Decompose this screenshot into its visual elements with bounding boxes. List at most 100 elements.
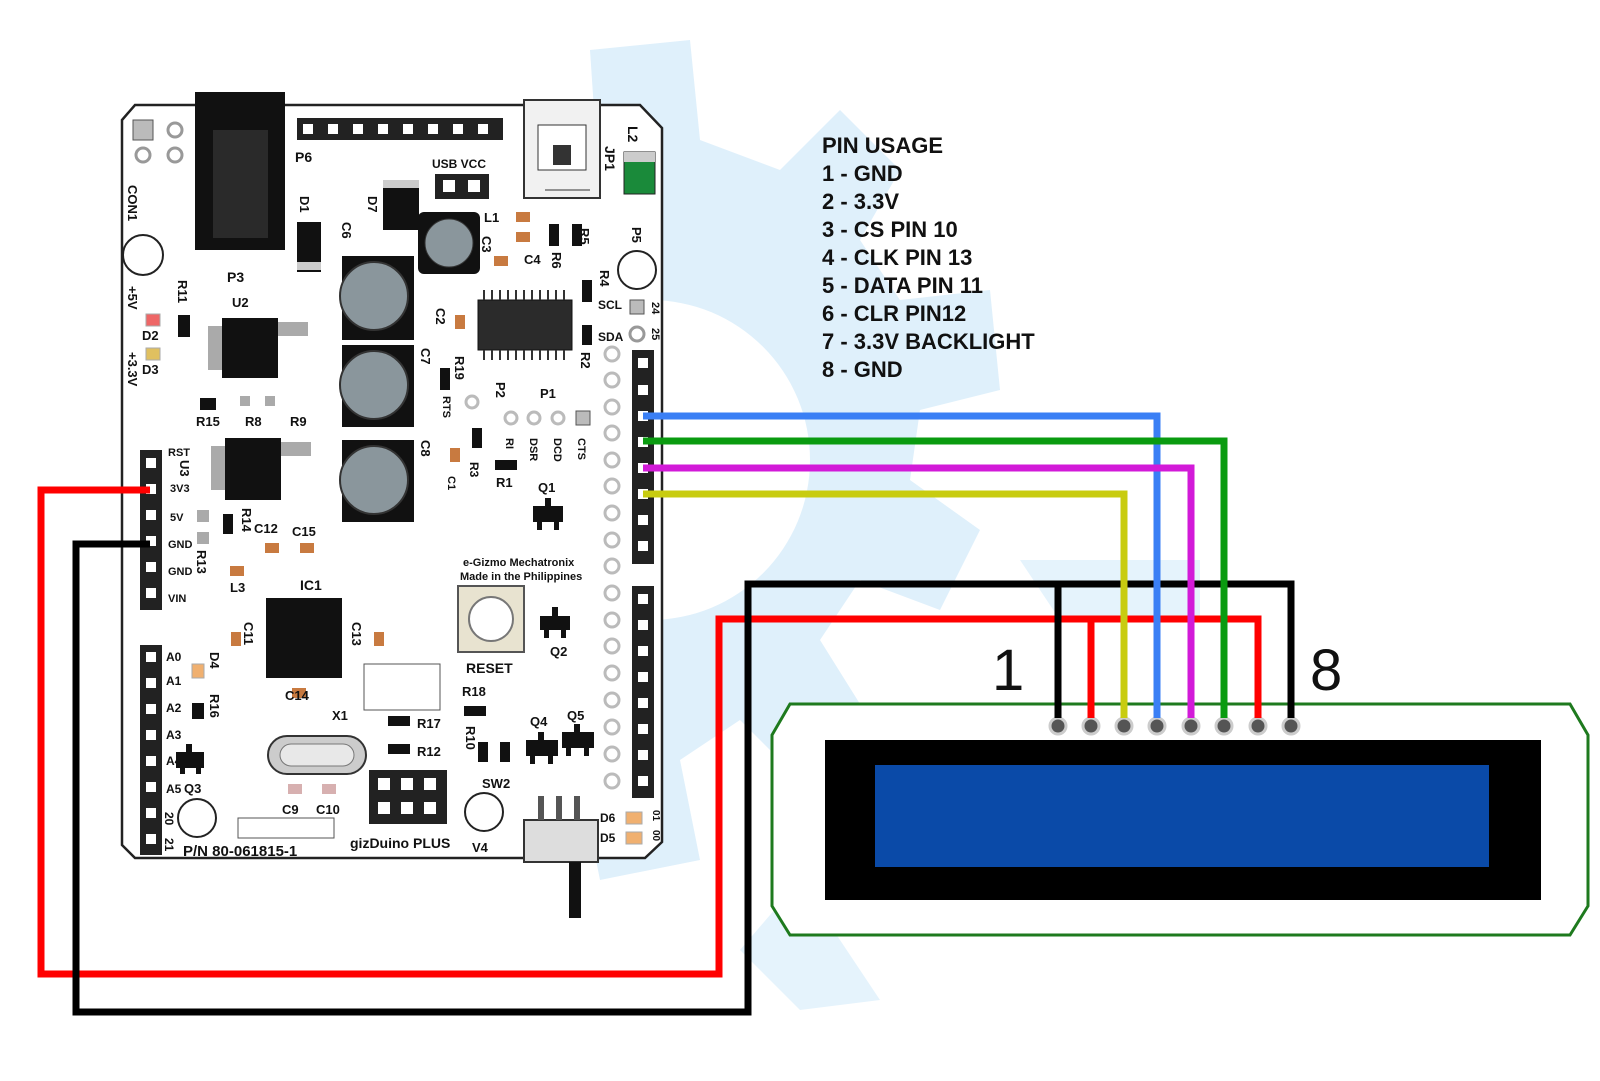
analog-header	[140, 645, 162, 855]
label-gnd-2: GND	[168, 566, 193, 578]
label-q4: Q4	[530, 714, 548, 729]
wire-3v3-backlight-red	[1091, 615, 1262, 718]
label-pin-20: 20	[162, 812, 176, 826]
usb-serial-chip	[477, 290, 573, 360]
label-d1: D1	[297, 196, 312, 213]
maker-name: e-Gizmo Mechatronix	[463, 557, 575, 569]
label-d7: D7	[365, 196, 380, 213]
board-name: gizDuino PLUS	[350, 835, 450, 851]
label-a2: A2	[166, 701, 182, 715]
label-r15: R15	[196, 414, 220, 429]
label-q5: Q5	[567, 708, 584, 723]
wire-clk-blue	[643, 412, 1161, 718]
pin-usage-item-5: 5 - DATA PIN 11	[822, 273, 983, 298]
label-d4: D4	[207, 652, 222, 669]
label-p6: P6	[295, 149, 312, 165]
microcontroller-ic1	[266, 598, 342, 678]
label-r9: R9	[290, 414, 307, 429]
mount-hole-icon	[122, 234, 164, 276]
capacitor-c8	[339, 440, 414, 522]
wire-gnd-backlight-black	[1058, 580, 1295, 718]
label-q1: Q1	[538, 480, 555, 495]
label-3v3: 3V3	[170, 483, 190, 495]
label-p1: P1	[540, 386, 556, 401]
lcd-pin-1-label: 1	[992, 638, 1024, 703]
label-r11: R11	[175, 280, 190, 303]
label-usb-vcc: USB VCC	[432, 157, 486, 171]
label-sw2: SW2	[482, 776, 510, 791]
label-r10: R10	[463, 726, 478, 750]
diode-d7	[383, 180, 419, 230]
label-r13: R13	[194, 550, 209, 574]
label-v4: V4	[472, 840, 489, 855]
label-r17: R17	[417, 716, 441, 731]
label-l3: L3	[230, 580, 245, 595]
power-slide-switch[interactable]	[523, 796, 599, 918]
label-c7: C7	[418, 348, 433, 365]
serial-header-p1	[503, 410, 591, 426]
label-x1: X1	[332, 708, 348, 723]
transistor-q1	[533, 498, 563, 530]
label-r2: R2	[578, 352, 593, 369]
mount-hole-icon	[166, 146, 184, 164]
label-r19: R19	[452, 356, 467, 380]
label-pin-00: 00	[650, 830, 661, 842]
label-scl: SCL	[598, 298, 622, 312]
mount-hole-icon	[134, 146, 152, 164]
label-p5: P5	[629, 227, 644, 243]
label-q2: Q2	[550, 644, 567, 659]
label-dsr: DSR	[527, 438, 539, 461]
label-c8: C8	[418, 440, 433, 457]
label-a5: A5	[166, 782, 182, 796]
label-rst: RST	[168, 447, 190, 459]
mount-hole-icon	[166, 121, 184, 139]
lcd-pin-8-label: 8	[1310, 638, 1342, 703]
label-pin-24: 24	[649, 302, 661, 315]
label-gnd-1: GND	[168, 539, 193, 551]
label-d5: D5	[600, 831, 616, 845]
reset-button[interactable]	[457, 585, 525, 653]
transistor-q2	[540, 607, 570, 638]
label-r1: R1	[496, 475, 513, 490]
label-jp1: JP1	[602, 146, 618, 171]
header-p6	[297, 118, 503, 140]
header-p6-pins	[303, 124, 488, 134]
label-dcd: DCD	[551, 438, 563, 462]
label-pin-01: 01	[650, 810, 661, 822]
label-a0: A0	[166, 650, 182, 664]
label-c6: C6	[339, 222, 354, 239]
mount-hole-icon	[464, 792, 504, 832]
con1-pad	[132, 119, 154, 141]
label-d3: D3	[142, 362, 159, 377]
label-p3: P3	[227, 269, 244, 285]
label-r12: R12	[417, 744, 441, 759]
label-a1: A1	[166, 674, 182, 688]
lcd-module: 1 8	[770, 638, 1590, 937]
icsp-header-pins	[378, 778, 436, 814]
label-d2: D2	[142, 328, 159, 343]
regulator-u3	[225, 438, 281, 500]
mount-hole-icon	[617, 250, 657, 290]
label-c11: C11	[241, 622, 256, 645]
gizduino-board: CON1 P3 P6 JP1 L2 USB VCC D1	[120, 92, 664, 918]
label-d6: D6	[600, 811, 616, 825]
label-pin-25: 25	[649, 328, 661, 340]
pin-usage-title: PIN USAGE	[822, 133, 944, 158]
label-c2: C2	[433, 308, 448, 325]
transistor-q3	[176, 744, 204, 774]
transistor-q4	[526, 732, 558, 764]
label-r5: R5	[577, 228, 592, 245]
label-c4: C4	[524, 252, 541, 267]
label-c10: C10	[316, 802, 340, 817]
label-r4: R4	[597, 270, 612, 287]
label-5v: 5V	[170, 512, 184, 524]
label-r18: R18	[462, 684, 486, 699]
label-l2: L2	[625, 126, 641, 143]
pin-usage-item-3: 3 - CS PIN 10	[822, 217, 958, 242]
label-r16: R16	[207, 694, 222, 718]
label-vin: VIN	[168, 593, 186, 605]
label-l1: L1	[484, 210, 499, 225]
label-con1: CON1	[125, 185, 140, 221]
label-c15: C15	[292, 524, 316, 539]
